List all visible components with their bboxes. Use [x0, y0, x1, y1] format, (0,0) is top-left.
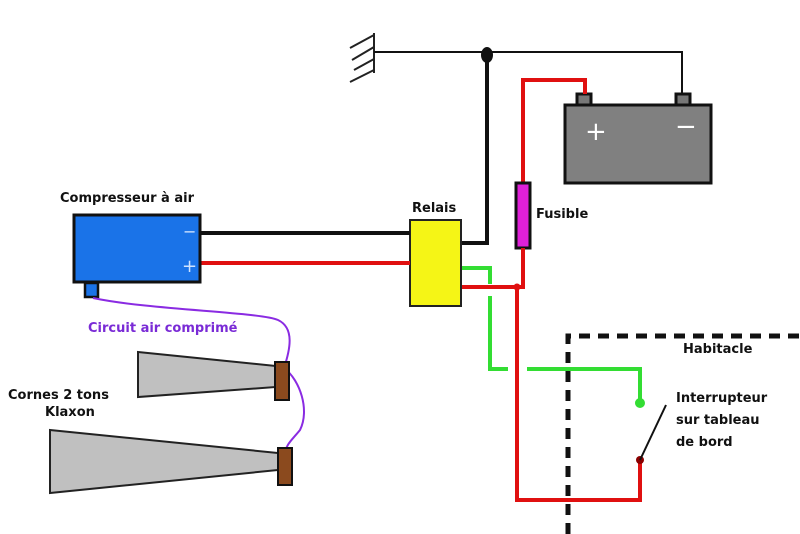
fuse-to-relay-wire	[462, 248, 525, 289]
horn-high	[137, 350, 277, 399]
battery-minus: −	[675, 112, 697, 142]
ground-wire	[374, 51, 683, 96]
cabin-boundary	[565, 333, 800, 534]
switch-feed-wire	[515, 287, 642, 502]
control-wire-2	[488, 296, 508, 371]
switch-label-2: sur tableau	[676, 413, 760, 428]
switch-label-3: de bord	[676, 435, 733, 450]
fuse-label: Fusible	[536, 207, 588, 222]
control-wire	[462, 266, 492, 284]
switch-lever	[639, 404, 667, 461]
switch-label-1: Interrupteur	[676, 391, 768, 406]
control-wire-3	[527, 367, 642, 403]
relay-label: Relais	[412, 201, 457, 216]
horn-high-mount	[274, 361, 290, 401]
air-tube	[92, 297, 305, 456]
ground-icon	[349, 33, 375, 83]
battery-positive-wire	[521, 78, 587, 183]
air-circuit-label: Circuit air comprimé	[88, 321, 238, 336]
switch-contact-green	[635, 398, 645, 408]
battery-plus: +	[585, 117, 607, 147]
horn-low	[49, 428, 279, 495]
horn-low-mount	[277, 447, 293, 486]
compressor-label: Compresseur à air	[60, 191, 195, 206]
battery: + −	[563, 92, 713, 185]
horns-label-1: Cornes 2 tons	[8, 388, 109, 403]
compressor-air-outlet	[83, 281, 100, 299]
horns-label-2: Klaxon	[45, 405, 95, 420]
relay	[409, 219, 462, 307]
fuse	[514, 181, 532, 250]
relay-ground-wire	[462, 55, 489, 245]
compressor-minus: −	[183, 222, 196, 241]
compressor	[72, 213, 202, 284]
cabin-label: Habitacle	[683, 342, 753, 357]
compressor-plus: +	[182, 256, 197, 277]
